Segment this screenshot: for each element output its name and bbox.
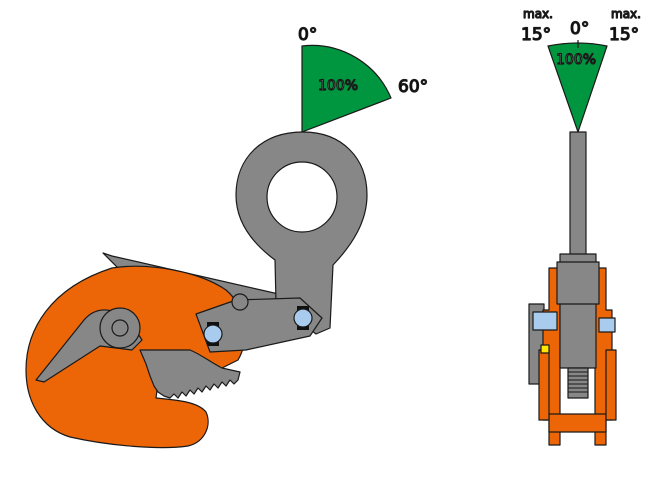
side-view: 0° 60° 100%	[25, 24, 429, 449]
front-capacity-label: 100%	[556, 52, 596, 68]
front-eye-bar	[569, 131, 587, 263]
side-eye-hole	[266, 161, 338, 233]
front-jaw-teeth	[567, 367, 589, 399]
side-jaw	[139, 349, 241, 399]
side-pin-jaw	[203, 322, 223, 346]
side-lifting-angle-sector	[301, 44, 392, 133]
front-bottom-bar	[548, 413, 607, 433]
front-yellow-marker	[540, 344, 550, 354]
front-pin-right	[598, 317, 616, 333]
front-right-max-label: max.	[611, 7, 641, 21]
side-angle-max-label: 60°	[398, 77, 428, 97]
front-center-angle-label: 0°	[570, 19, 589, 39]
side-clamp-body	[25, 265, 246, 449]
front-right-angle-label: 15°	[609, 25, 639, 45]
front-view: max. 15° 0° max. 15° 100%	[520, 6, 642, 446]
front-left-max-label: max.	[523, 7, 553, 21]
side-pin-link	[293, 306, 313, 330]
side-pin-small	[231, 293, 249, 311]
side-capacity-label: 100%	[318, 78, 358, 94]
front-right-inner-strip	[605, 349, 617, 421]
front-left-inner-strip	[538, 349, 550, 421]
front-center-collar	[556, 261, 600, 305]
side-pin-cam	[99, 307, 141, 349]
side-angle-zero-label: 0°	[298, 25, 317, 45]
front-pin-left	[532, 311, 558, 331]
front-left-angle-label: 15°	[521, 25, 551, 45]
